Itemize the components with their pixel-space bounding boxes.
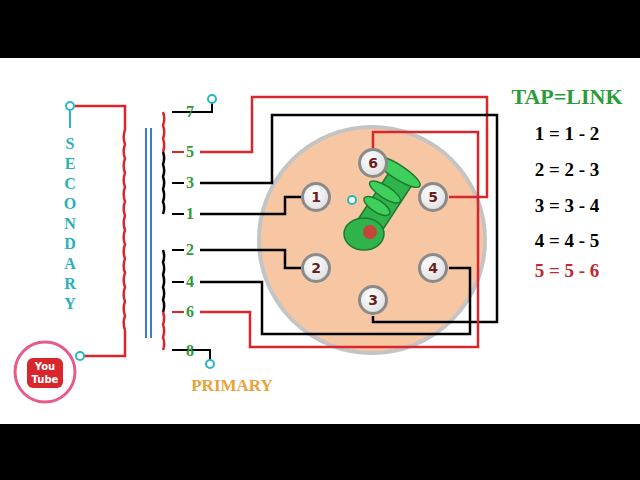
contact-number: 3 <box>368 292 378 308</box>
switch-contact: 4 <box>418 253 448 283</box>
switch-contact: 1 <box>301 182 331 212</box>
secondary-lead <box>75 106 125 130</box>
secondary-lead <box>84 330 125 356</box>
terminal <box>76 352 84 360</box>
coil-winding <box>163 250 164 312</box>
tap-number: 7 <box>186 104 194 120</box>
coil-windings <box>124 112 164 350</box>
table-row: 5 = 5 - 6 <box>535 261 600 280</box>
tap-wire <box>200 115 497 322</box>
table-row: 1 = 1 - 2 <box>535 124 600 143</box>
tap-wire <box>200 132 478 347</box>
table-row: 2 = 2 - 3 <box>535 160 600 179</box>
contact-number: 5 <box>428 189 438 205</box>
winding-name: SECONDARY <box>62 134 78 314</box>
tap-wire <box>200 197 301 214</box>
coil-winding <box>163 152 164 214</box>
tap-number: 8 <box>186 343 194 359</box>
coil-winding <box>163 112 164 152</box>
terminal-lead <box>69 111 71 128</box>
contact-number: 2 <box>311 260 321 276</box>
tap-lead <box>172 281 184 283</box>
contact-number: 1 <box>311 189 321 205</box>
coil-winding <box>163 312 164 350</box>
logo-badge <box>27 358 63 388</box>
top-bar <box>0 0 640 58</box>
table-heading: TAP=LINK <box>511 86 622 108</box>
logo-ring <box>15 342 75 402</box>
contact-number: 6 <box>368 155 378 171</box>
tap-number: 2 <box>186 242 194 258</box>
logo-text: Tube <box>32 375 59 385</box>
switch-contact: 3 <box>358 285 388 315</box>
tap-lead <box>172 151 184 153</box>
terminal <box>208 95 216 103</box>
tap-wire <box>200 250 301 268</box>
tap-number: 4 <box>186 274 194 290</box>
winding-name: PRIMARY <box>191 377 273 394</box>
bottom-bar <box>0 424 640 480</box>
logo-text: You <box>35 362 55 372</box>
terminal <box>66 102 74 110</box>
tap-number: 5 <box>186 144 194 160</box>
switch-contact: 5 <box>418 182 448 212</box>
tap-number: 1 <box>186 206 194 222</box>
tap-number: 3 <box>186 175 194 191</box>
tap-lead <box>172 213 184 215</box>
table-row: 3 = 3 - 4 <box>535 196 600 215</box>
tap-number: 6 <box>186 304 194 320</box>
terminal <box>206 360 214 368</box>
table-row: 4 = 4 - 5 <box>535 231 600 250</box>
switch-contact: 2 <box>301 253 331 283</box>
contact-number: 4 <box>428 260 438 276</box>
coil-winding <box>124 130 125 330</box>
core-line <box>150 128 152 338</box>
tap-lead <box>172 182 184 184</box>
core-line <box>145 128 147 338</box>
tap-lead <box>172 249 184 251</box>
tap-lead <box>172 311 184 313</box>
switch-contact: 6 <box>358 148 388 178</box>
